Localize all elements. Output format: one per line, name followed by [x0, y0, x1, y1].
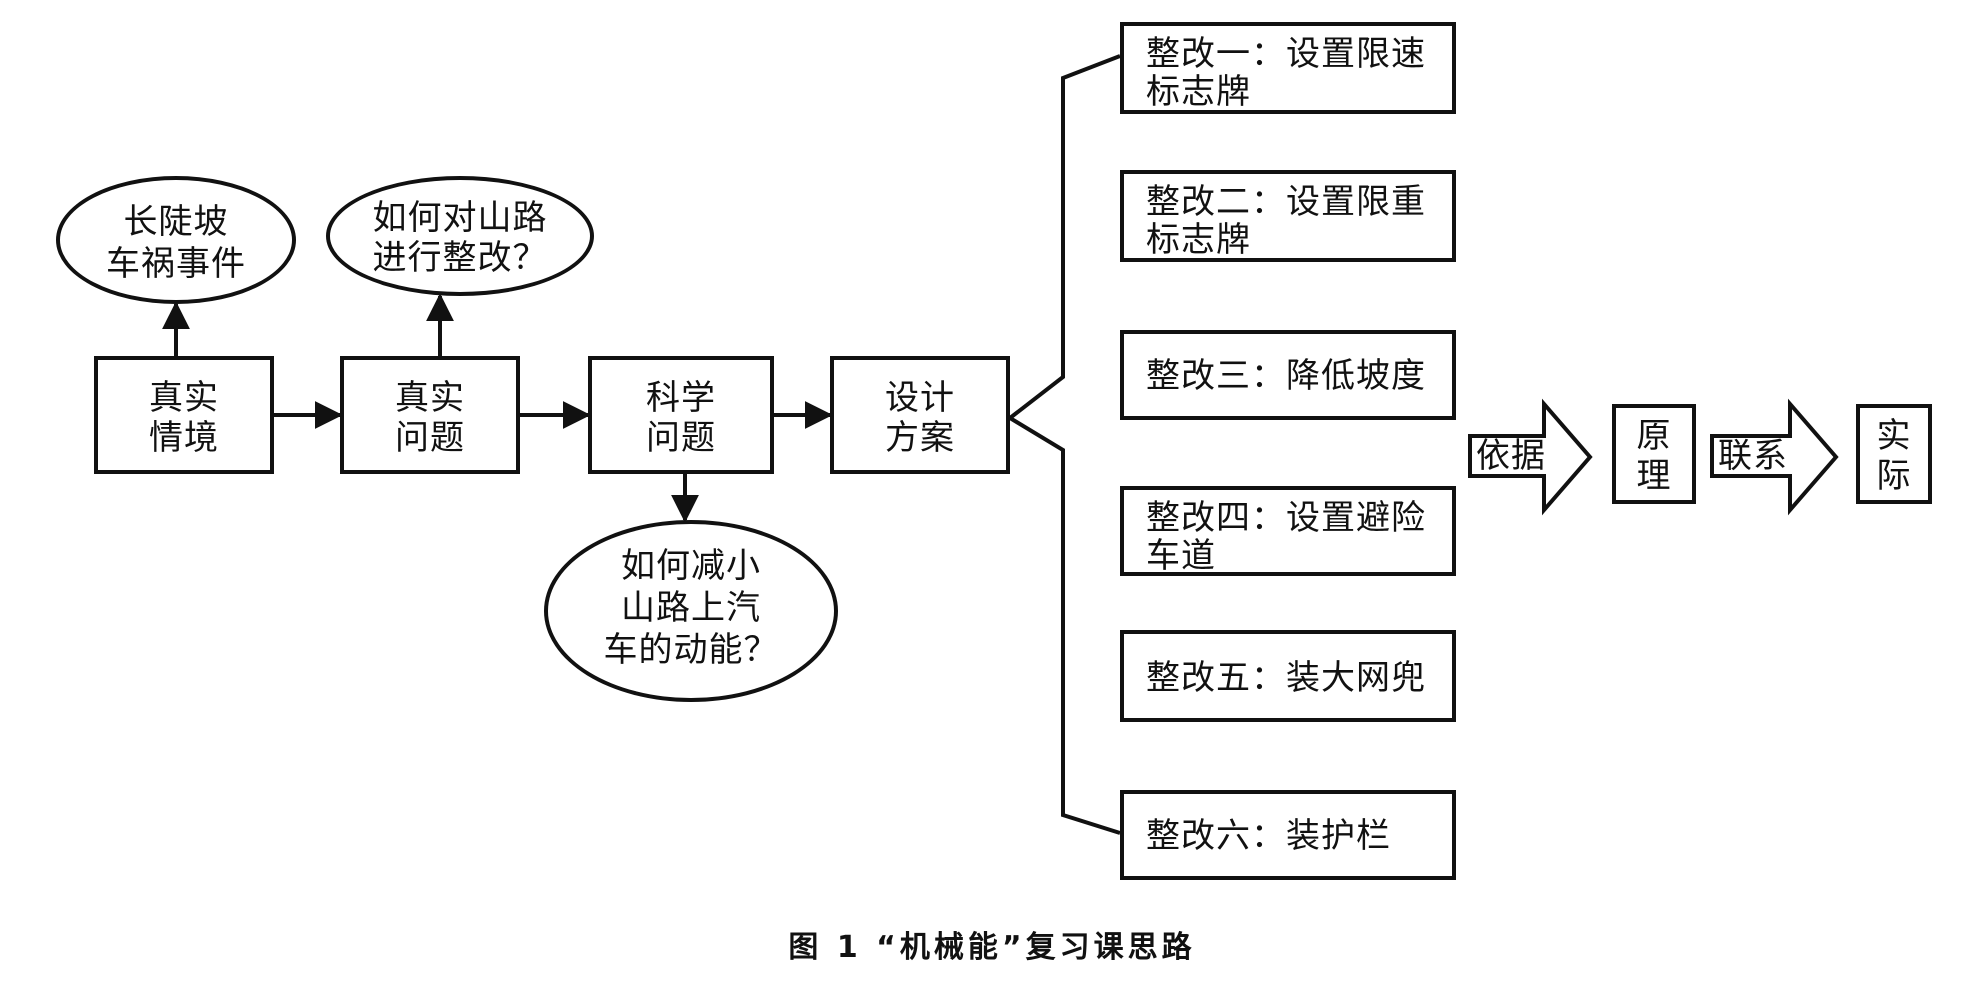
plan-2-line-2: 标志牌	[1146, 220, 1251, 260]
connect-label: 联系	[1718, 436, 1788, 476]
practice-line-2: 际	[1876, 456, 1912, 496]
real-problem-line-1: 真实	[395, 378, 465, 418]
plan-box-4: 整改四：设置避险 车道	[1120, 486, 1456, 576]
plan-3-line-1: 整改三：降低坡度	[1146, 356, 1426, 396]
practice-box: 实 际	[1856, 404, 1932, 504]
question-road-line-2: 进行整改？	[372, 238, 548, 278]
question-energy-line-3: 车的动能？	[603, 630, 779, 670]
principle-line-1: 原	[1636, 416, 1672, 456]
plan-2-line-1: 整改二：设置限重	[1146, 182, 1426, 222]
plan-4-line-1: 整改四：设置避险	[1146, 498, 1426, 538]
plan-box-3: 整改三：降低坡度	[1120, 330, 1456, 420]
principle-line-2: 理	[1636, 456, 1672, 496]
plan-box-2: 整改二：设置限重 标志牌	[1120, 170, 1456, 262]
design-plan-line-1: 设计	[885, 378, 955, 418]
bracket-lower	[1008, 416, 1121, 835]
plan-1-line-2: 标志牌	[1146, 72, 1251, 112]
design-plan-line-2: 方案	[885, 418, 955, 458]
plan-6-line-1: 整改六：装护栏	[1146, 816, 1391, 856]
question-energy-line-2: 山路上汽	[621, 588, 761, 628]
practice-line-1: 实	[1876, 416, 1912, 456]
plan-5-line-1: 整改五：装大网兜	[1146, 658, 1426, 698]
real-situation-line-1: 真实	[149, 378, 219, 418]
arrow-shape-connect	[1710, 398, 1839, 516]
bracket-upper	[1008, 54, 1121, 420]
scientific-problem-box: 科学 问题	[588, 356, 774, 474]
plan-4-line-2: 车道	[1146, 536, 1216, 576]
question-energy-ellipse: 如何减小 山路上汽 车的动能？	[544, 520, 838, 702]
plan-box-1: 整改一：设置限速 标志牌	[1120, 22, 1456, 114]
figure-caption: 图 1 “机械能”复习课思路	[788, 930, 1196, 965]
question-road-line-1: 如何对山路	[372, 198, 548, 238]
event-line-2: 车祸事件	[106, 244, 246, 284]
plan-box-6: 整改六：装护栏	[1120, 790, 1456, 880]
plan-1-line-1: 整改一：设置限速	[1146, 34, 1426, 74]
scientific-problem-line-2: 问题	[646, 418, 716, 458]
plan-box-5: 整改五：装大网兜	[1120, 630, 1456, 722]
real-problem-line-2: 问题	[395, 418, 465, 458]
real-situation-box: 真实 情境	[94, 356, 274, 474]
scientific-problem-line-1: 科学	[646, 378, 716, 418]
question-road-ellipse: 如何对山路 进行整改？	[326, 176, 594, 296]
event-ellipse: 长陡坡 车祸事件	[56, 176, 296, 304]
real-problem-box: 真实 问题	[340, 356, 520, 474]
principle-box: 原 理	[1612, 404, 1696, 504]
real-situation-line-2: 情境	[149, 418, 219, 458]
question-energy-line-1: 如何减小	[621, 546, 761, 586]
basis-label: 依据	[1476, 436, 1546, 476]
event-line-1: 长陡坡	[123, 202, 229, 242]
arrow-shape-basis	[1468, 398, 1593, 516]
design-plan-box: 设计 方案	[830, 356, 1010, 474]
